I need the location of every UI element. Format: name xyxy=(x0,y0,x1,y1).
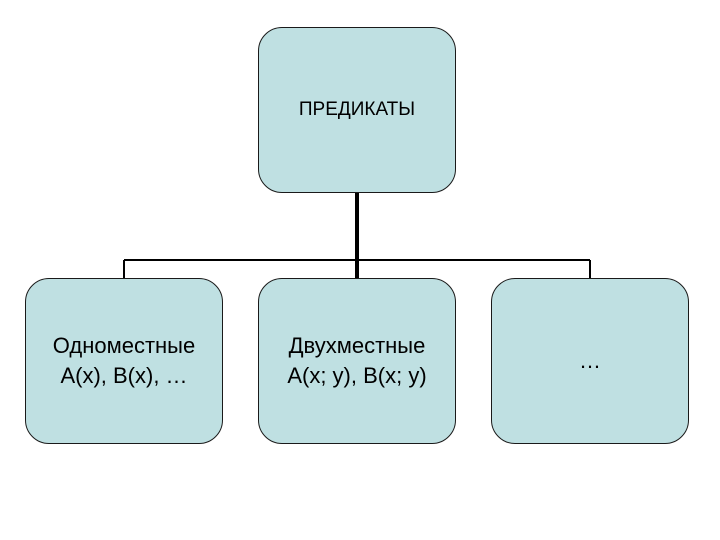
child-node-binary-label: Двухместные А(х; у), В(х; у) xyxy=(287,333,427,388)
root-node-predicates: ПРЕДИКАТЫ xyxy=(258,27,456,193)
child-node-unary: Одноместные А(х), В(х), … xyxy=(25,278,223,444)
child-node-unary-label: Одноместные А(х), В(х), … xyxy=(52,333,196,388)
child-node-binary: Двухместные А(х; у), В(х; у) xyxy=(258,278,456,444)
child-node-ellipsis: … xyxy=(491,278,689,444)
root-node-label: ПРЕДИКАТЫ xyxy=(298,99,416,120)
child-node-ellipsis-label: … xyxy=(579,348,601,373)
